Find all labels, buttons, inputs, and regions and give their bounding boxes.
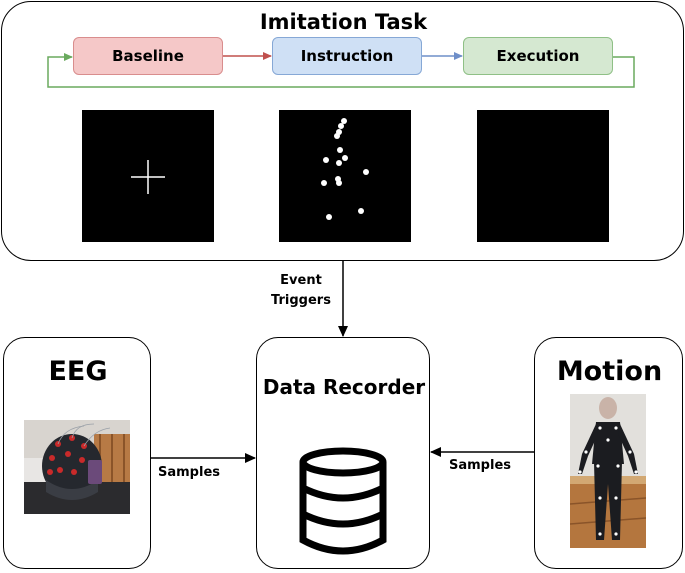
samples-label-eeg: Samples [158, 465, 220, 480]
stage-baseline: Baseline [73, 37, 223, 75]
eeg-title: EEG [48, 356, 108, 387]
stage-baseline-label: Baseline [112, 47, 184, 65]
execution-screen [477, 110, 609, 242]
motion-panel: Motion [534, 337, 683, 569]
arrow-loop-back [47, 53, 635, 88]
eeg-panel: EEG [3, 337, 151, 569]
stage-instruction-label: Instruction [300, 47, 394, 65]
motion-title: Motion [556, 356, 663, 387]
motion-capture-photo [570, 394, 646, 548]
database-icon [299, 447, 387, 555]
event-triggers-label: Event Triggers [271, 273, 331, 308]
stage-execution-label: Execution [496, 47, 580, 65]
eeg-headset-photo [24, 420, 130, 514]
point-light-figure-icon [321, 118, 369, 220]
instruction-screen [279, 110, 411, 242]
data-recorder-panel: Data Recorder [256, 337, 430, 569]
stage-execution: Execution [463, 37, 613, 75]
stage-instruction: Instruction [272, 37, 422, 75]
imitation-task-title: Imitation Task [259, 10, 428, 34]
baseline-screen [82, 110, 214, 242]
samples-label-motion: Samples [449, 458, 511, 473]
fixation-cross-icon [131, 160, 165, 194]
data-recorder-title: Data Recorder [262, 375, 426, 399]
